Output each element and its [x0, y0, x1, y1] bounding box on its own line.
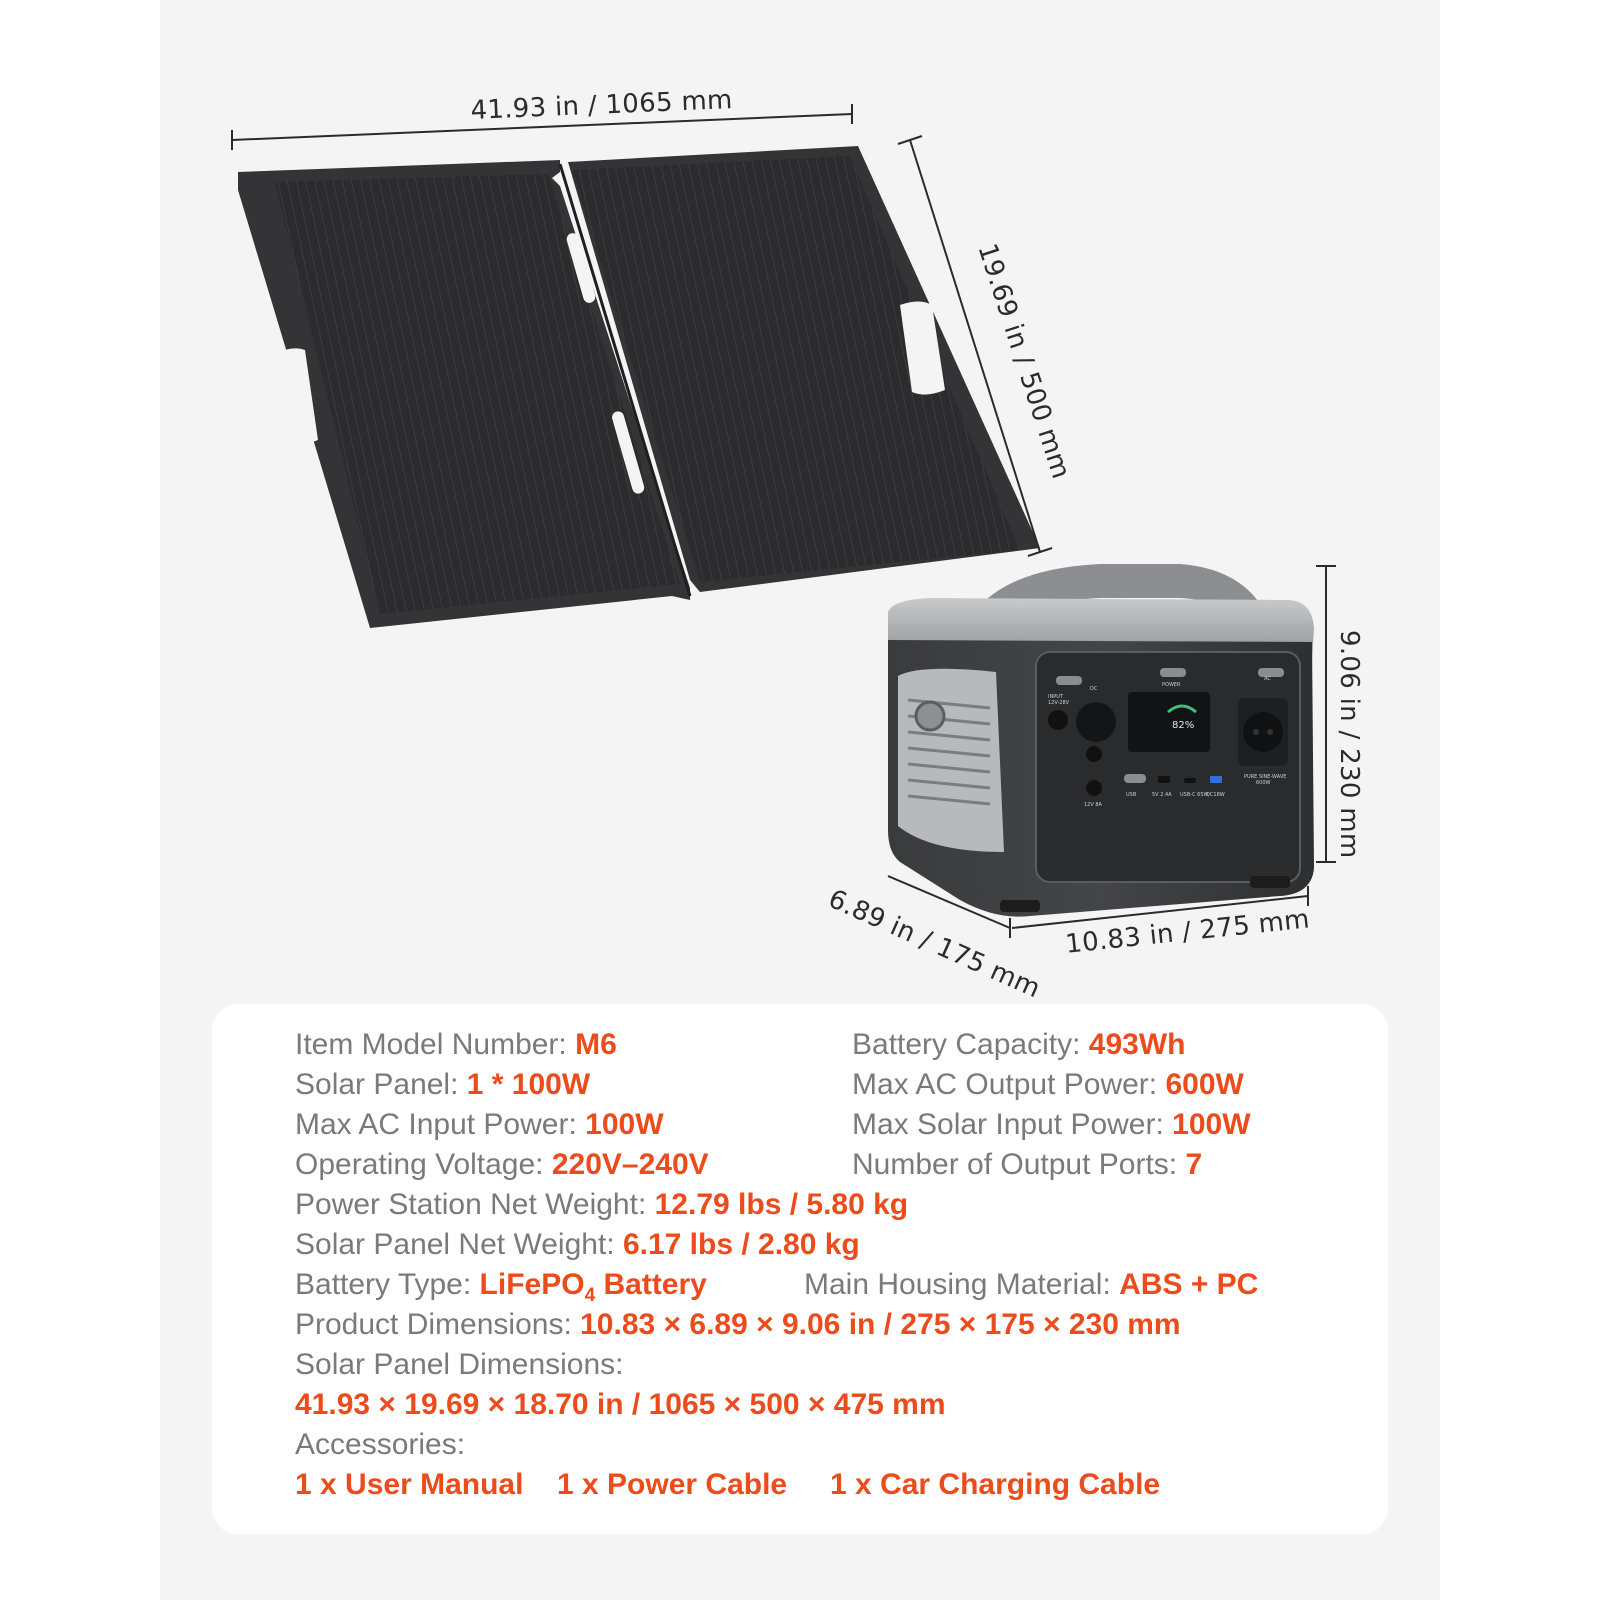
spec-panel-dimensions-label: Solar Panel Dimensions: — [295, 1348, 624, 1381]
battery-chem-suffix: Battery — [595, 1268, 707, 1301]
device-label-dc-out: 12V 8A — [1084, 802, 1103, 808]
spec-model-value: M6 — [575, 1028, 617, 1061]
spec-solar-label: Solar Panel: — [295, 1068, 467, 1101]
solar-panel — [238, 146, 1040, 628]
right-handle-icon — [900, 301, 945, 395]
spec-voltage-label: Operating Voltage: — [295, 1148, 552, 1181]
spec-capacity: Battery Capacity: 493Wh — [852, 1028, 1185, 1062]
device-label-ac-rating-2: 600W — [1256, 780, 1271, 786]
device-label-usb: USB — [1126, 792, 1137, 798]
spec-solar: Solar Panel: 1 * 100W — [295, 1068, 590, 1102]
spec-solar-value: 1 * 100W — [466, 1068, 591, 1101]
spec-model: Item Model Number: M6 — [295, 1028, 617, 1062]
spec-station-weight: Power Station Net Weight: 12.79 lbs / 5.… — [295, 1188, 908, 1222]
spec-battery-type: Battery Type: LiFePO4 Battery — [295, 1268, 707, 1307]
device-label-usb-a: 5V 2.4A — [1152, 792, 1172, 798]
spec-max-solar-in-label: Max Solar Input Power: — [852, 1108, 1173, 1141]
device-labels: INPUT 12V-28V DC POWER AC USB 5V 2.4A US… — [1048, 676, 1286, 808]
spec-accessories-label: Accessories: — [295, 1428, 466, 1461]
spec-max-ac-out: Max AC Output Power: 600W — [852, 1068, 1244, 1102]
spec-max-solar-in-value: 100W — [1172, 1108, 1251, 1141]
spec-capacity-label: Battery Capacity: — [852, 1028, 1089, 1061]
device-label-power: POWER — [1162, 682, 1181, 688]
product-illustration: INPUT 12V-28V DC POWER AC USB 5V 2.4A US… — [231, 85, 1364, 1004]
accessory-item: 1 x Power Cable — [557, 1468, 787, 1502]
spec-ports-value: 7 — [1185, 1148, 1203, 1181]
spec-housing-value: ABS + PC — [1119, 1268, 1259, 1301]
device-label-ac: AC — [1264, 676, 1271, 682]
spec-station-weight-value: 12.79 lbs / 5.80 kg — [654, 1188, 909, 1221]
spec-station-weight-label: Power Station Net Weight: — [295, 1188, 655, 1221]
spec-battery-type-label: Battery Type: — [295, 1268, 480, 1301]
accessory-item: 1 x User Manual — [295, 1468, 523, 1502]
power-station — [888, 564, 1314, 917]
spec-max-ac-in-label: Max AC Input Power: — [295, 1108, 586, 1141]
spec-panel-weight-value: 6.17 lbs / 2.80 kg — [622, 1228, 860, 1261]
device-label-input-range: 12V-28V — [1048, 700, 1070, 706]
battery-chem-text: LiFePO — [479, 1268, 585, 1301]
spec-max-ac-out-value: 600W — [1165, 1068, 1244, 1101]
spec-capacity-value: 493Wh — [1088, 1028, 1186, 1061]
spec-panel-dimensions: 41.93 × 19.69 × 18.70 in / 1065 × 500 × … — [295, 1388, 946, 1422]
spec-ports: Number of Output Ports: 7 — [852, 1148, 1202, 1182]
dimension-lines — [231, 104, 1336, 938]
device-label-dc: DC — [1090, 686, 1098, 692]
spec-panel-weight: Solar Panel Net Weight: 6.17 lbs / 2.80 … — [295, 1228, 860, 1262]
spec-max-ac-in: Max AC Input Power: 100W — [295, 1108, 664, 1142]
spec-product-dimensions: Product Dimensions: 10.83 × 6.89 × 9.06 … — [295, 1308, 1181, 1342]
spec-ports-label: Number of Output Ports: — [852, 1148, 1186, 1181]
spec-max-ac-in-value: 100W — [585, 1108, 664, 1141]
spec-panel-weight-label: Solar Panel Net Weight: — [295, 1228, 623, 1261]
accessory-item: 1 x Car Charging Cable — [830, 1468, 1160, 1502]
accessory-user-manual: 1 x User Manual — [295, 1468, 524, 1501]
accessory-car-charging-cable: 1 x Car Charging Cable — [830, 1468, 1161, 1501]
spec-max-ac-out-label: Max AC Output Power: — [852, 1068, 1166, 1101]
spec-battery-type-value: LiFePO4 Battery — [479, 1268, 707, 1306]
device-label-usb-c: USB-C 65W — [1180, 792, 1209, 798]
station-height-label: 9.06 in / 230 mm — [1334, 630, 1364, 859]
spec-housing-label: Main Housing Material: — [804, 1268, 1120, 1301]
specs-card — [212, 1004, 1388, 1534]
spec-panel-dim-value: 41.93 × 19.69 × 18.70 in / 1065 × 500 × … — [295, 1388, 946, 1421]
device-label-input: INPUT — [1048, 694, 1064, 700]
spec-voltage-value: 220V–240V — [551, 1148, 709, 1181]
spec-max-solar-in: Max Solar Input Power: 100W — [852, 1108, 1251, 1142]
device-label-qc: QC18W — [1206, 792, 1225, 798]
spec-housing: Main Housing Material: ABS + PC — [804, 1268, 1258, 1302]
battery-percentage: 82% — [1172, 720, 1194, 731]
spec-product-dim-value: 10.83 × 6.89 × 9.06 in / 275 × 175 × 230… — [580, 1308, 1181, 1341]
left-handle-icon — [272, 348, 318, 444]
spec-product-dim-label: Product Dimensions: — [295, 1308, 581, 1341]
battery-chem-subscript: 4 — [584, 1285, 596, 1306]
product-drawing: INPUT 12V-28V DC POWER AC USB 5V 2.4A US… — [231, 104, 1336, 938]
device-label-ac-rating-1: PURE SINE-WAVE — [1244, 774, 1286, 780]
spec-model-label: Item Model Number: — [295, 1028, 576, 1061]
spec-voltage: Operating Voltage: 220V–240V — [295, 1148, 709, 1182]
accessory-power-cable: 1 x Power Cable — [557, 1468, 788, 1501]
